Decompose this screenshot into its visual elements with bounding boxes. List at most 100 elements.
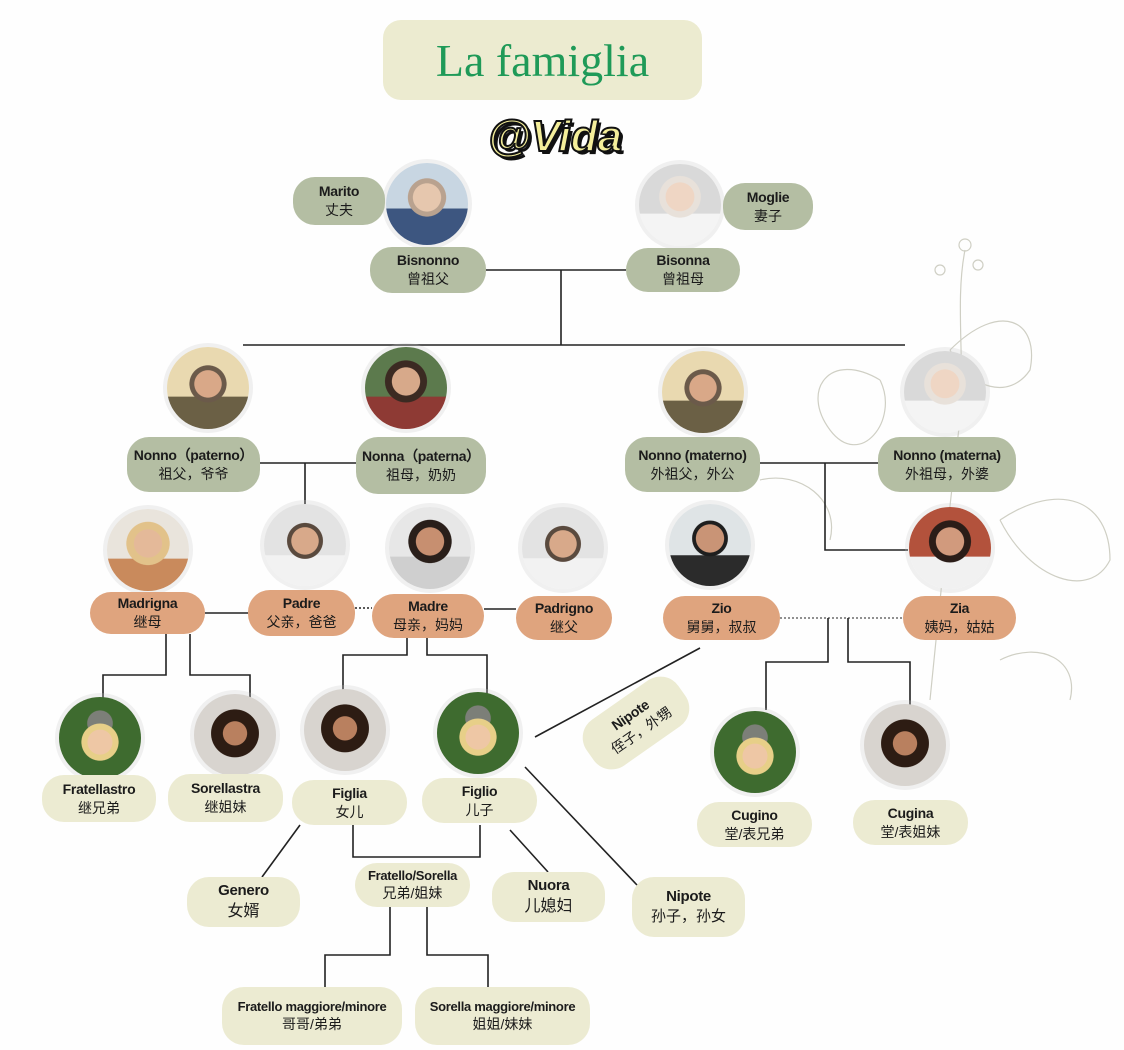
photo-madre — [389, 507, 471, 589]
label-zh: 父亲，爸爸 — [266, 614, 337, 630]
node-padre: Padre 父亲，爸爸 — [248, 590, 355, 636]
node-zia: Zia 姨妈，姑姑 — [903, 596, 1016, 640]
photo-padre — [264, 504, 346, 586]
node-sorella-maggiore-minore: Sorella maggiore/minore 姐姐/妹妹 — [415, 987, 590, 1045]
line-figlio-nuora — [509, 829, 549, 873]
photo-bisnonno — [386, 163, 468, 245]
line-nonni-materni — [760, 462, 908, 551]
line-figlia-genero — [261, 824, 301, 878]
label-it: Padre — [282, 595, 321, 612]
label-zh: 兄弟/姐妹 — [382, 885, 443, 902]
node-fratello-sorella: Fratello/Sorella 兄弟/姐妹 — [355, 863, 470, 907]
label-it: Marito — [318, 183, 360, 200]
node-nonna-materna: Nonno (materna) 外祖母，外婆 — [878, 437, 1016, 492]
label-it: Padrigno — [534, 600, 594, 617]
label-zh: 女婿 — [227, 903, 260, 921]
label-zh: 丈夫 — [325, 202, 353, 218]
photo-cugina — [864, 704, 946, 786]
line-zio-zia-children — [765, 618, 911, 710]
line-madre-children — [342, 638, 488, 695]
line-siblings-older-younger — [324, 907, 489, 987]
photo-nonno-paterno — [167, 347, 249, 429]
node-nonna-paterna: Nonna（paterna）祖母，奶奶 — [356, 437, 486, 494]
photo-figlia — [304, 689, 386, 771]
photo-sorellastra — [194, 694, 276, 776]
label-zh: 妻子 — [754, 207, 782, 224]
photo-zia — [909, 507, 991, 589]
label-it: Nonno (materno) — [638, 446, 747, 463]
label-zh: 姨妈，姑姑 — [924, 619, 995, 635]
label-zh: 继姐妹 — [204, 799, 247, 815]
label-zh: 继父 — [550, 619, 578, 635]
photo-bisonna — [639, 164, 721, 246]
label-it: Zia — [949, 600, 970, 617]
label-zh: 孙子，孙女 — [650, 908, 726, 925]
label-it: Nipote — [666, 887, 711, 905]
label-it: Figlio — [461, 782, 498, 799]
node-cugino: Cugino 堂/表兄弟 — [697, 802, 812, 847]
label-zh: 堂/表兄弟 — [724, 825, 785, 842]
photo-fratellastro — [59, 697, 141, 779]
node-nipote-nonni: Nipote 孙子，孙女 — [632, 877, 745, 937]
node-figlia: Figlia 女儿 — [292, 780, 407, 825]
watermark-logo: @Vida — [487, 111, 623, 162]
label-it: Sorella maggiore/minore — [429, 998, 576, 1014]
label-it: Fratello/Sorella — [367, 867, 458, 883]
label-zh: 母亲，妈妈 — [393, 617, 463, 633]
node-fratello-maggiore-minore: Fratello maggiore/minore 哥哥/弟弟 — [222, 987, 402, 1045]
line-zio-nipote — [534, 647, 701, 738]
node-padrigno: Padrigno 继父 — [516, 596, 612, 640]
label-it: Genero — [218, 882, 269, 900]
node-genero: Genero 女婿 — [187, 877, 300, 927]
node-fratellastro: Fratellastro 继兄弟 — [42, 775, 156, 822]
label-zh: 舅舅，叔叔 — [686, 619, 757, 635]
photo-figlio — [437, 692, 519, 774]
node-nonno-paterno: Nonno（paterno） 祖父，爷爷 — [127, 437, 260, 492]
label-zh: 姐姐/妹妹 — [472, 1016, 533, 1033]
node-bisonna: Bisonna 曾祖母 — [626, 248, 740, 292]
photo-nonno-materno — [662, 351, 744, 433]
line-figlio-nipote — [524, 766, 638, 886]
label-it: Moglie — [746, 188, 790, 205]
photo-zio — [669, 504, 751, 586]
label-it: Figlia — [332, 784, 367, 801]
label-it: Bisnonno — [396, 252, 460, 269]
label-it: Cugina — [887, 804, 934, 821]
label-it: Nonno (materna) — [893, 446, 1001, 463]
label-it: Fratellastro — [62, 780, 136, 797]
label-zh: 堂/表姐妹 — [880, 823, 941, 840]
line-figlia-figlio-siblings — [352, 825, 481, 858]
node-zio: Zio 舅舅，叔叔 — [663, 596, 780, 640]
label-it: Nonna（paterna） — [362, 447, 480, 464]
node-marito: Marito 丈夫 — [293, 177, 385, 225]
label-zh: 继兄弟 — [78, 799, 120, 816]
label-zh: 祖父，爷爷 — [158, 465, 229, 482]
label-zh: 外祖母，外婆 — [905, 465, 989, 482]
label-zh: 继母 — [133, 614, 162, 630]
label-it: Madrigna — [117, 595, 178, 612]
page-title: La famiglia — [435, 34, 650, 86]
label-zh: 曾祖母 — [662, 271, 704, 287]
label-zh: 女儿 — [335, 803, 364, 820]
photo-nonna-materna — [904, 351, 986, 433]
line-madrigna-children — [102, 634, 251, 700]
title-box: La famiglia — [383, 20, 702, 100]
label-it: Cugino — [731, 806, 778, 823]
node-cugina: Cugina 堂/表姐妹 — [853, 800, 968, 845]
label-it: Sorellastra — [190, 780, 261, 797]
line-bisnonni — [243, 269, 905, 346]
node-moglie: Moglie 妻子 — [723, 183, 813, 230]
label-zh: 外祖父，外公 — [650, 465, 735, 482]
label-it: Bisonna — [656, 252, 710, 269]
node-sorellastra: Sorellastra 继姐妹 — [168, 774, 283, 822]
label-it: Nonno（paterno） — [133, 446, 254, 463]
node-madrigna: Madrigna 继母 — [90, 592, 205, 634]
label-it: Zio — [711, 600, 732, 617]
label-zh: 儿子 — [465, 801, 494, 818]
label-it: Fratello maggiore/minore — [237, 998, 387, 1014]
label-zh: 哥哥/弟弟 — [282, 1016, 342, 1033]
